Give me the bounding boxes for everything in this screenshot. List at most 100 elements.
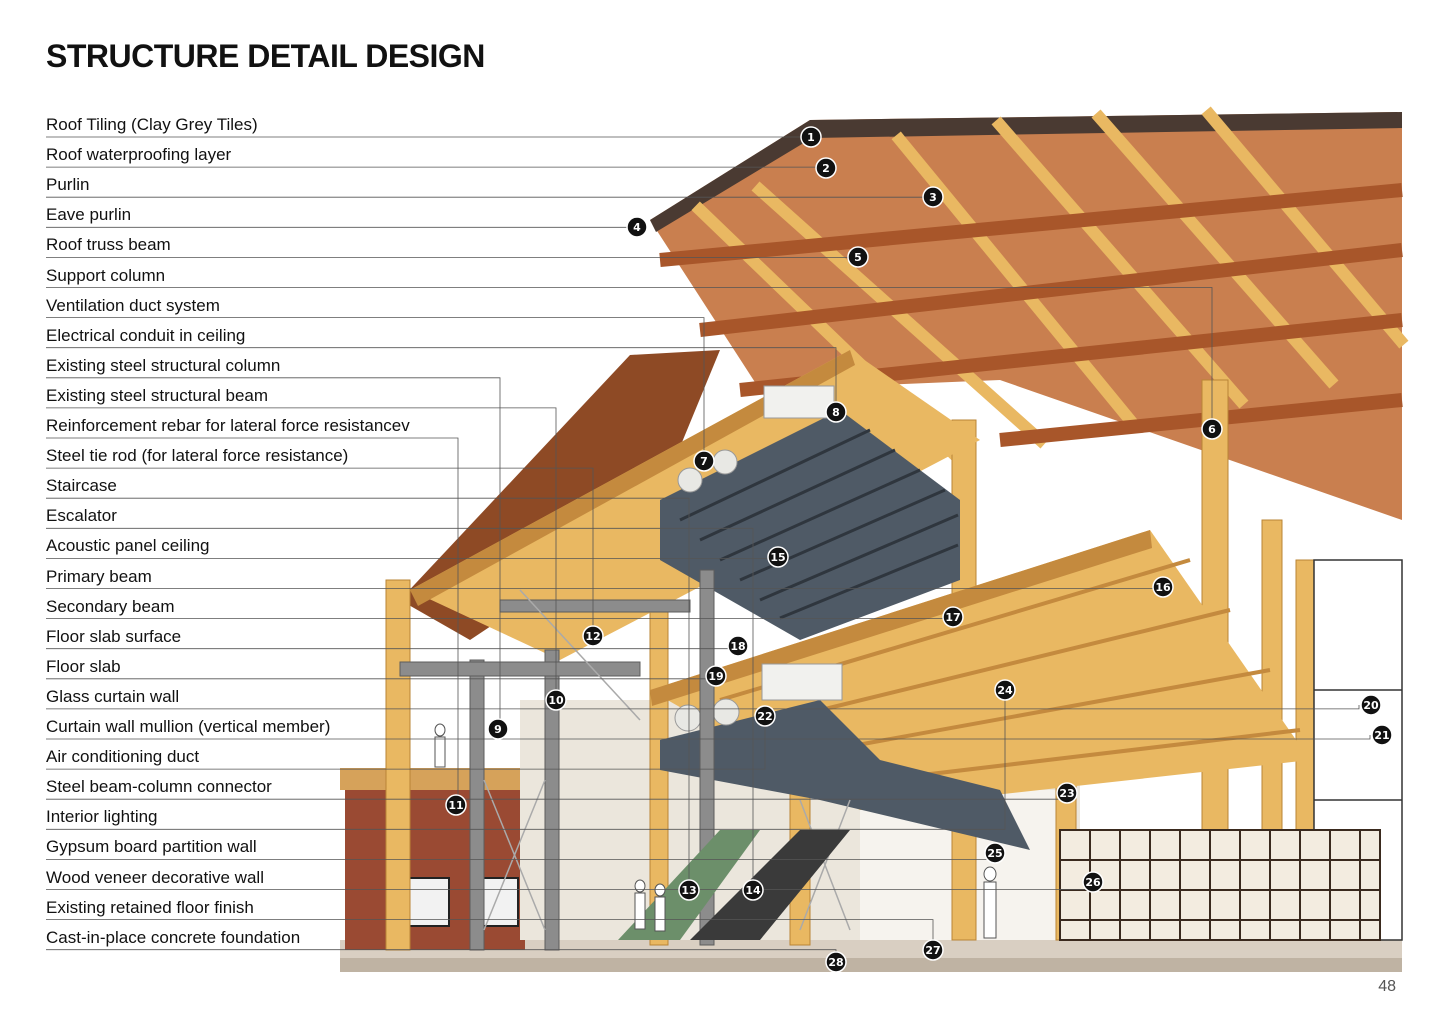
- building-section-drawing: [340, 106, 1409, 972]
- leader-line: [46, 497, 690, 890]
- lower-acoustic-ceiling: [660, 700, 1030, 850]
- marker-number: 9: [494, 723, 502, 736]
- roof-tiles: [650, 112, 1402, 232]
- marker-number: 24: [997, 684, 1013, 697]
- callout-marker: 17: [942, 606, 964, 628]
- marker-number: 4: [633, 221, 641, 234]
- callout-marker: 7: [693, 450, 715, 472]
- ventilation-duct: [763, 385, 835, 419]
- marker-circle: [825, 401, 847, 423]
- floor-slab-edge: [650, 530, 1152, 706]
- callout-marker: 15: [767, 546, 789, 568]
- escalator: [690, 830, 850, 940]
- label-item: Wood veneer decorative wall: [46, 867, 264, 887]
- marker-number: 19: [708, 670, 723, 683]
- marker-number: 8: [832, 406, 840, 419]
- marker-number: 27: [925, 944, 940, 957]
- callout-marker: 2: [815, 157, 837, 179]
- people-silhouettes: [434, 723, 997, 939]
- marker-circle: [1371, 724, 1393, 746]
- callout-marker: 4: [626, 216, 648, 238]
- label-item: Roof truss beam: [46, 235, 171, 255]
- marker-number: 12: [585, 630, 600, 643]
- callout-marker: 27: [922, 939, 944, 961]
- duct-opening: [712, 449, 738, 475]
- marker-circle: [445, 794, 467, 816]
- label-item: Existing retained floor finish: [46, 897, 254, 917]
- marker-number: 10: [548, 694, 564, 707]
- callout-marker: 11: [445, 794, 467, 816]
- callout-marker: 12: [582, 625, 604, 647]
- callout-marker: 3: [922, 186, 944, 208]
- marker-circle: [1082, 871, 1104, 893]
- callout-marker: 21: [1371, 724, 1393, 746]
- marker-circle: [754, 705, 776, 727]
- leader-line: [46, 467, 594, 636]
- callout-marker: 28: [825, 951, 847, 973]
- leader-line: [46, 166, 827, 168]
- callout-marker: 6: [1201, 418, 1223, 440]
- marker-circle: [847, 246, 869, 268]
- marker-circle: [825, 951, 847, 973]
- leader-line: [46, 317, 705, 461]
- callout-marker: 19: [705, 665, 727, 687]
- marker-circle: [1201, 418, 1223, 440]
- marker-circle: [815, 157, 837, 179]
- marker-circle: [767, 546, 789, 568]
- callout-marker: 13: [678, 879, 700, 901]
- marker-number: 15: [770, 551, 785, 564]
- leader-line: [46, 377, 501, 729]
- leader-line: [46, 287, 1213, 429]
- label-item: Cast-in-place concrete foundation: [46, 927, 301, 947]
- marker-circle: [727, 635, 749, 657]
- page-number: 48: [1378, 978, 1396, 995]
- marker-number: 3: [929, 191, 937, 204]
- marker-circle: [545, 689, 567, 711]
- leader-line: [46, 407, 557, 700]
- marker-circle: [984, 842, 1006, 864]
- callout-marker: 1: [800, 126, 822, 148]
- label-item: Roof waterproofing layer: [46, 145, 232, 165]
- label-item: Escalator: [46, 506, 117, 526]
- marker-circle: [942, 606, 964, 628]
- marker-number: 23: [1059, 787, 1074, 800]
- label-item: Air conditioning duct: [46, 747, 200, 767]
- marker-number: 1: [807, 131, 815, 144]
- marker-circle: [742, 879, 764, 901]
- label-item: Electrical conduit in ceiling: [46, 325, 246, 345]
- marker-number: 11: [448, 799, 463, 812]
- marker-circle: [487, 718, 509, 740]
- duct-opening: [677, 467, 703, 493]
- steel-tie-rods: [483, 589, 851, 931]
- marker-circle: [922, 939, 944, 961]
- label-item: Purlin: [46, 175, 90, 195]
- marker-circle: [1360, 694, 1382, 716]
- callout-marker: 10: [545, 689, 567, 711]
- callout-marker: 22: [754, 705, 776, 727]
- leader-line: [46, 705, 1360, 710]
- label-item: Support column: [46, 265, 166, 285]
- leader-line: [46, 437, 459, 805]
- marker-circle: [705, 665, 727, 687]
- label-item: Staircase: [46, 476, 117, 496]
- concrete-foundation: [340, 958, 1402, 972]
- label-item: Steel tie rod (for lateral force resista…: [46, 446, 349, 466]
- label-item: Gypsum board partition wall: [46, 837, 257, 857]
- callout-marker: 24: [994, 679, 1016, 701]
- marker-number: 17: [945, 611, 960, 624]
- marker-circle: [994, 679, 1016, 701]
- window: [404, 877, 450, 927]
- marker-circle: [800, 126, 822, 148]
- callout-marker: 20: [1360, 694, 1382, 716]
- marker-circle: [1152, 576, 1174, 598]
- label-item: Floor slab surface: [46, 626, 182, 646]
- page-title: STRUCTURE DETAIL DESIGN: [46, 38, 485, 74]
- marker-number: 25: [987, 847, 1002, 860]
- wood-veneer-decorative-wall: [1059, 829, 1381, 941]
- callout-marker: 18: [727, 635, 749, 657]
- label-item: Ventilation duct system: [46, 295, 220, 315]
- marker-circle: [678, 879, 700, 901]
- label-item: Steel beam-column connector: [46, 777, 272, 797]
